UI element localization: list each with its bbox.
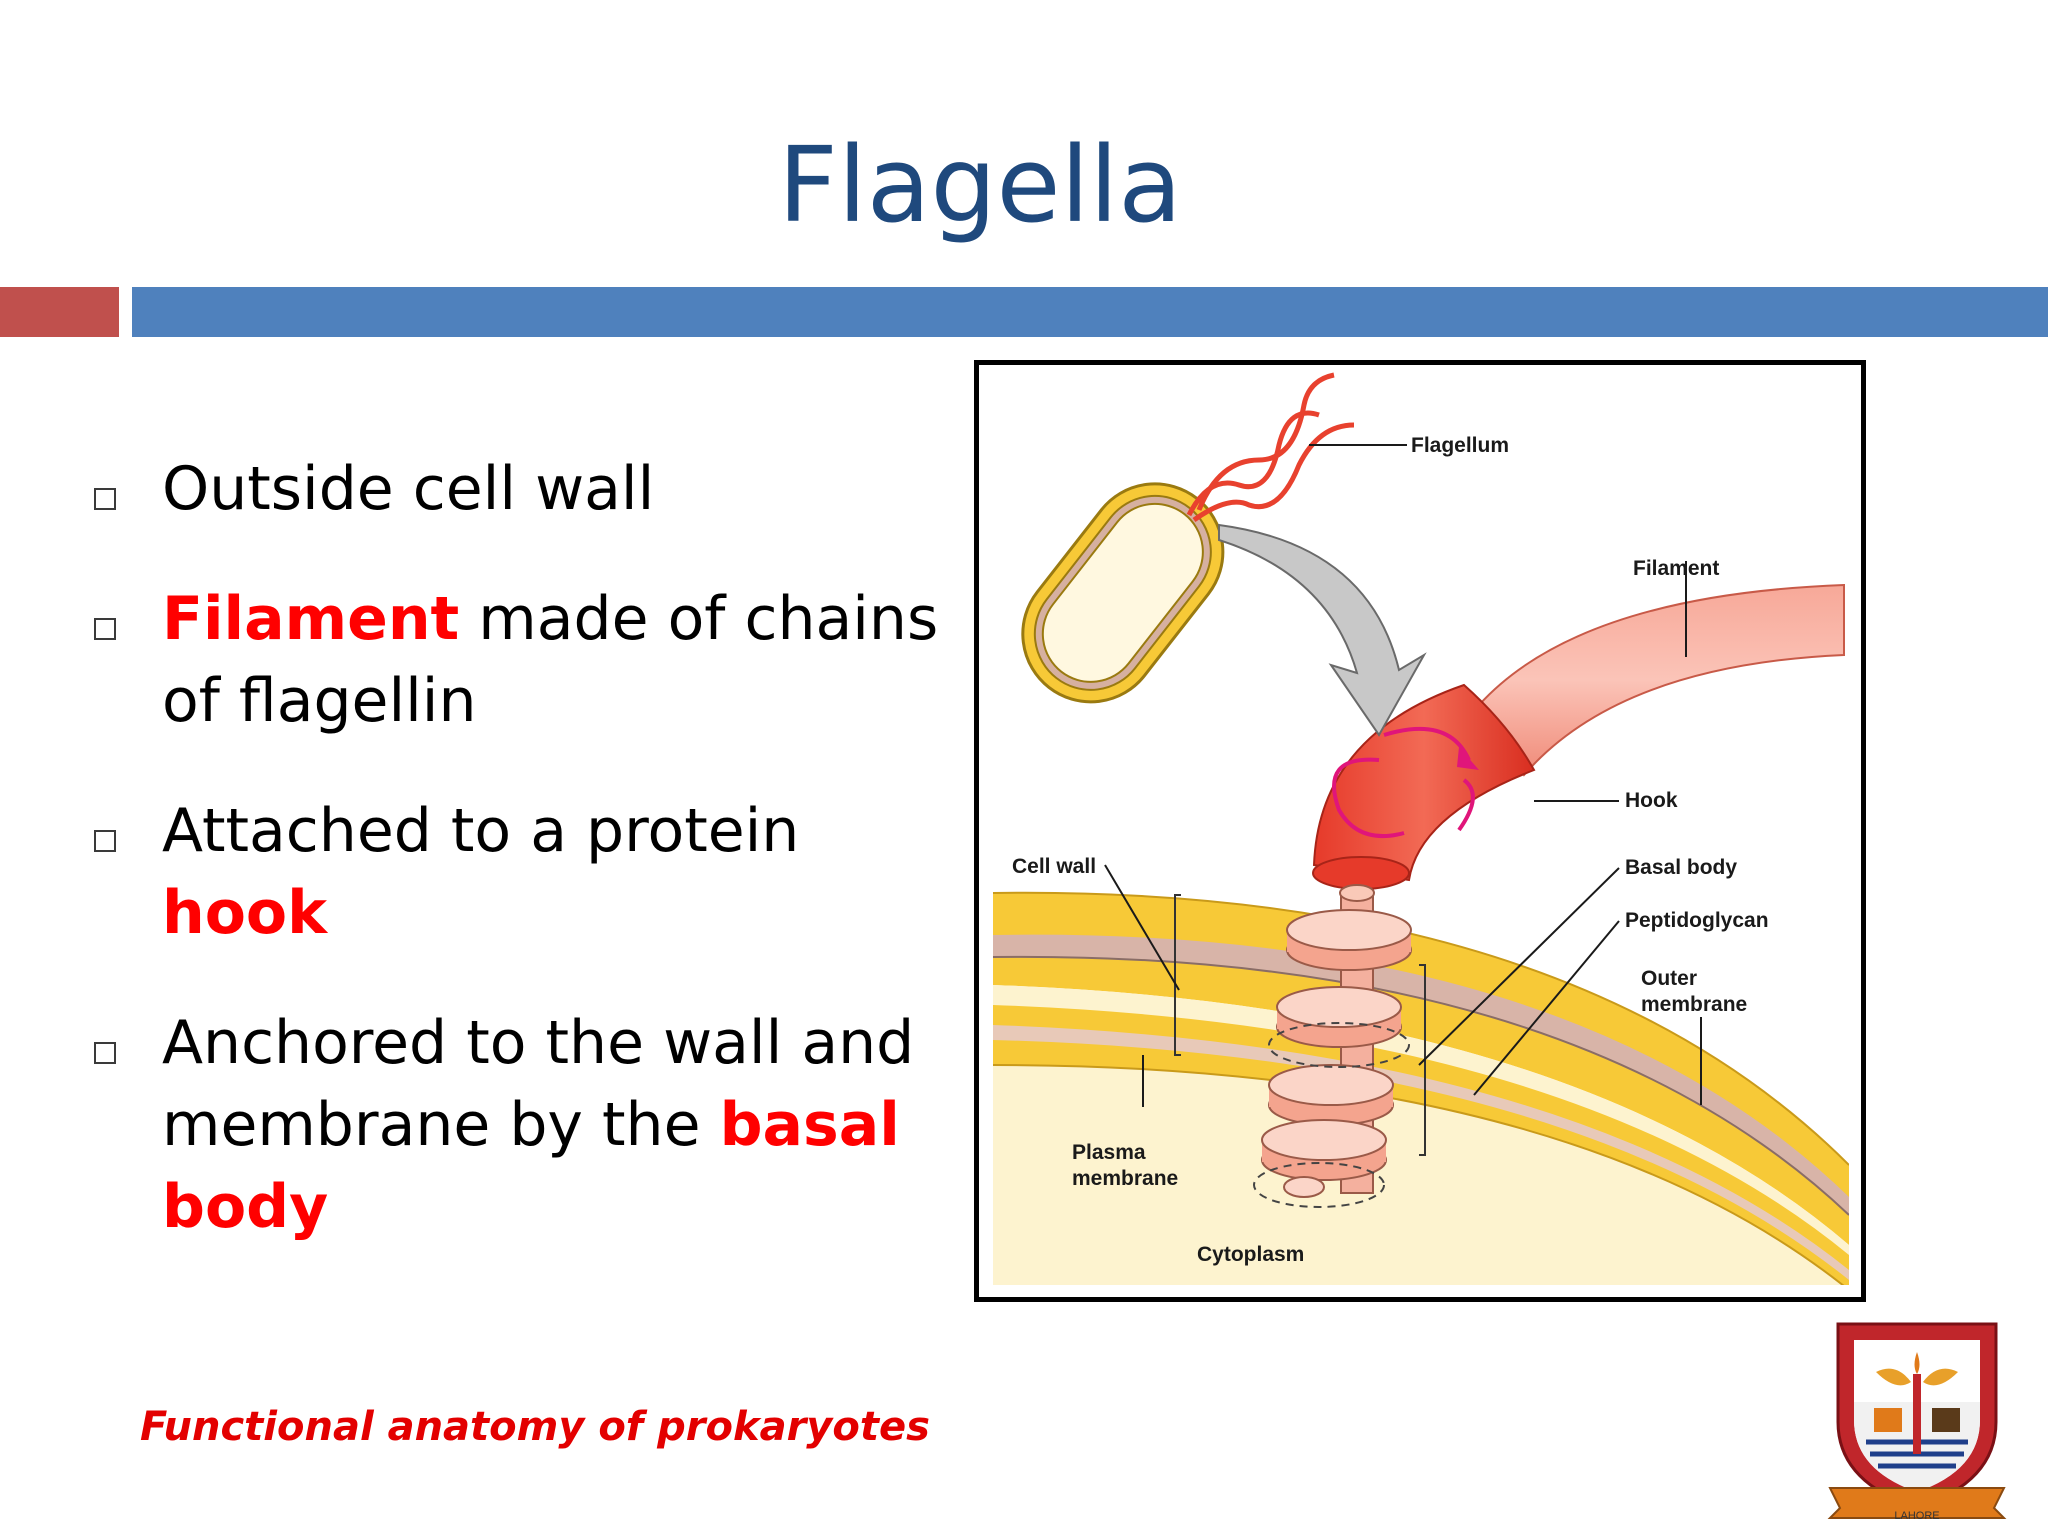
filament-shape [1477,583,1845,777]
label-cell-wall: Cell wall [1012,855,1096,878]
bullet-item: Anchored to the wall and membrane by the… [88,1002,968,1248]
label-basal-body: Basal body [1625,856,1737,879]
flagellum-diagram: Flagellum Filament Hook Cell wall Basal … [974,360,1866,1302]
label-outer-membrane-1: Outer [1641,967,1697,990]
bullet-highlight: basal body [162,1090,900,1242]
footer-caption: Functional anatomy of prokaryotes [140,1404,930,1450]
bullet-highlight: Filament [162,584,460,654]
logo-caption: LAHORE [1894,1510,1939,1522]
bullet-text: Outside cell wall [162,454,655,524]
square-bullet-icon [94,488,116,510]
bullet-highlight: hook [162,878,328,948]
square-bullet-icon [94,1042,116,1064]
basal-body-shape [1253,884,1412,1208]
bullet-list: Outside cell wall Filament made of chain… [88,448,968,1296]
membrane-layers [992,891,1849,1285]
flagellum-diagram-svg: Flagellum Filament Hook Cell wall Basal … [992,372,1849,1285]
label-peptidoglycan: Peptidoglycan [1625,909,1769,932]
bullet-text: Attached to a protein [162,796,800,866]
accent-bar-blue [132,287,2048,337]
university-crest-icon: LAHORE [1826,1312,2008,1524]
bullet-item: Outside cell wall [88,448,968,530]
flagella-strands [1186,372,1355,523]
bullet-text: Anchored to the wall and membrane by the [162,1008,915,1160]
zoom-arrow-icon [1218,523,1427,737]
bacterium-shape [1021,482,1225,704]
square-bullet-icon [94,830,116,852]
label-filament: Filament [1633,557,1719,580]
slide-title: Flagella [778,124,1182,246]
label-outer-membrane-2: membrane [1641,993,1747,1016]
accent-bar-red [0,287,119,337]
bullet-text: made of chains of flagellin [162,584,939,736]
square-bullet-icon [94,618,116,640]
label-plasma-membrane-2: membrane [1072,1167,1178,1190]
label-cytoplasm: Cytoplasm [1197,1243,1304,1266]
label-flagellum: Flagellum [1411,434,1509,457]
leader-lines [1104,444,1702,1107]
label-hook: Hook [1625,789,1678,812]
hook-shape [1312,683,1536,882]
bullet-item: Attached to a protein hook [88,790,968,954]
label-plasma-membrane-1: Plasma [1072,1141,1146,1164]
bullet-item: Filament made of chains of flagellin [88,578,968,742]
